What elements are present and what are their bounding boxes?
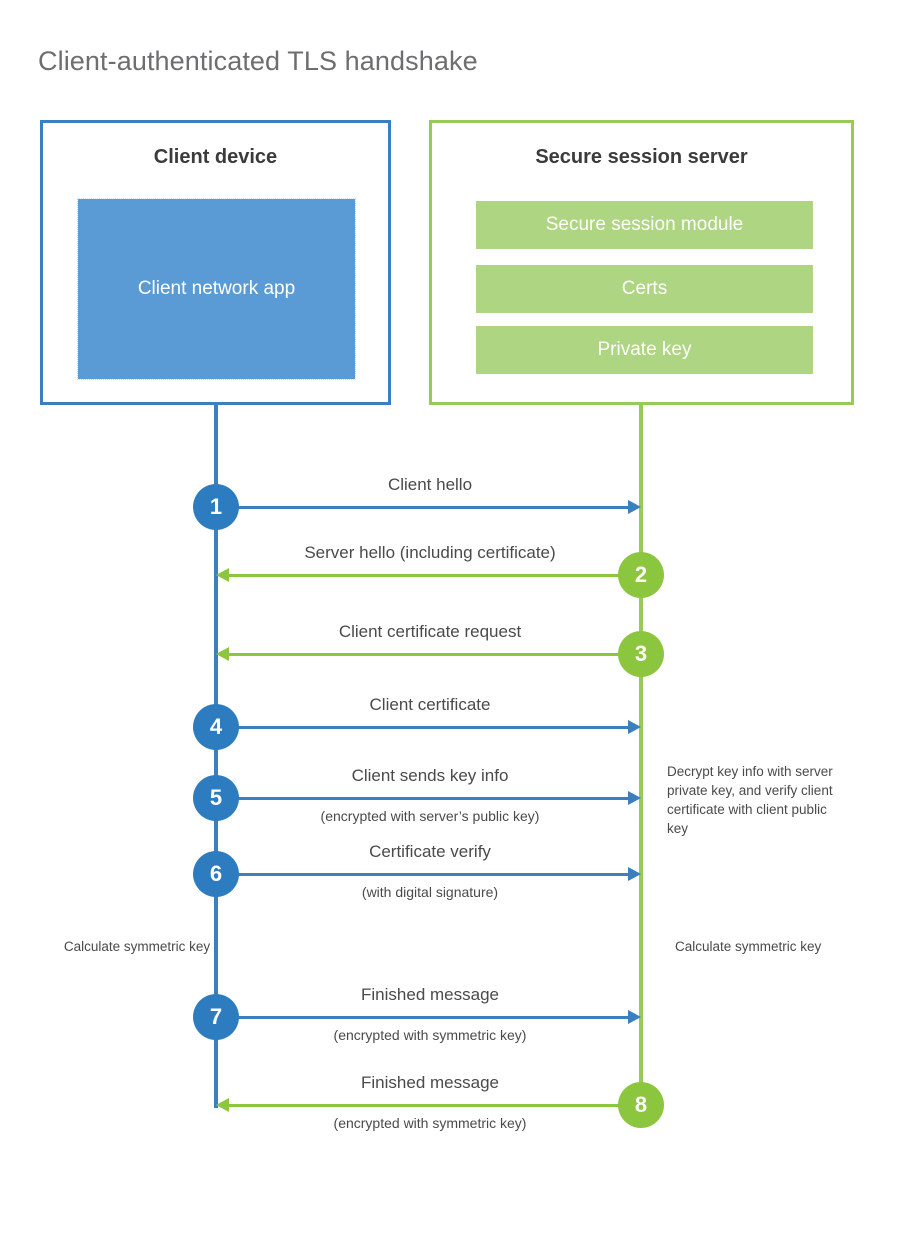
arrow-head-left-icon (216, 1098, 229, 1112)
secure-session-module-block: Secure session module (476, 201, 813, 249)
step-number-8: 8 (618, 1082, 664, 1128)
step-number-1: 1 (193, 484, 239, 530)
message-sublabel-8: (encrypted with symmetric key) (333, 1115, 527, 1131)
note-decrypt-key-info: Decrypt key info with server private key… (667, 764, 833, 837)
client-lifeline (214, 405, 218, 1108)
message-sublabel-7: (encrypted with symmetric key) (333, 1027, 527, 1043)
client-device-box: Client device Client network app (40, 120, 391, 405)
arrow-head-right-icon (628, 1010, 641, 1024)
note-calculate-symmetric-key-client: Calculate symmetric key (63, 939, 211, 954)
certs-block: Certs (476, 265, 813, 313)
message-label-7: Finished message (361, 985, 499, 1004)
secure-session-server-title: Secure session server (535, 146, 748, 168)
message-label-2: Server hello (including certificate) (304, 543, 556, 562)
message-label-6: Certificate verify (369, 842, 491, 861)
server-lifeline (639, 405, 643, 1108)
step-number-7: 7 (193, 994, 239, 1040)
message-label-8: Finished message (361, 1073, 499, 1092)
message-arrow-line-8 (224, 1104, 634, 1107)
client-device-title: Client device (153, 146, 278, 168)
message-arrow-line-4 (216, 726, 630, 729)
step-number-2: 2 (618, 552, 664, 598)
message-label-5: Client sends key info (351, 766, 509, 785)
message-arrow-line-1 (216, 506, 630, 509)
arrow-head-right-icon (628, 791, 641, 805)
step-number-4: 4 (193, 704, 239, 750)
arrow-head-right-icon (628, 867, 641, 881)
message-label-3: Client certificate request (338, 622, 522, 641)
message-arrow-line-7 (216, 1016, 630, 1019)
note-calculate-symmetric-key-server: Calculate symmetric key (675, 939, 822, 954)
client-network-app-block: Client network app (77, 198, 356, 380)
message-label-4: Client certificate (369, 695, 491, 714)
private-key-block: Private key (476, 326, 813, 374)
message-sublabel-6: (with digital signature) (361, 884, 499, 900)
arrow-head-right-icon (628, 720, 641, 734)
page-title: Client-authenticated TLS handshake (38, 46, 478, 77)
step-number-5: 5 (193, 775, 239, 821)
secure-session-server-box: Secure session server Secure session mod… (429, 120, 854, 405)
message-arrow-line-6 (216, 873, 630, 876)
step-number-3: 3 (618, 631, 664, 677)
message-arrow-line-5 (216, 797, 630, 800)
message-sublabel-5: (encrypted with server’s public key) (320, 808, 540, 824)
message-arrow-line-2 (224, 574, 634, 577)
arrow-head-left-icon (216, 647, 229, 661)
step-number-6: 6 (193, 851, 239, 897)
message-arrow-line-3 (224, 653, 634, 656)
arrow-head-left-icon (216, 568, 229, 582)
arrow-head-right-icon (628, 500, 641, 514)
message-label-1: Client hello (387, 475, 473, 494)
